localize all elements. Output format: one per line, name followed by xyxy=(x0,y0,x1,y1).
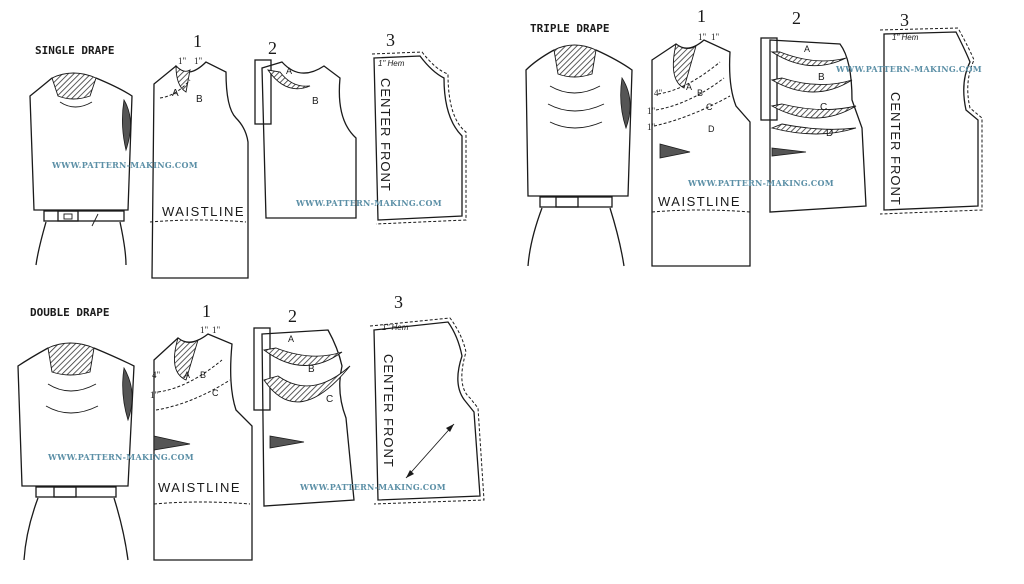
single-step2-pattern: 2 A B xyxy=(254,38,357,219)
single-step3-pattern: 3 1" Hem CENTER FRONT xyxy=(371,30,467,225)
svg-text:A: A xyxy=(184,370,190,380)
triple-step1-number: 1 xyxy=(697,6,706,26)
triple-hem-label: 1" Hem xyxy=(892,33,919,42)
double-step3-number: 3 xyxy=(394,292,403,312)
svg-text:A: A xyxy=(288,334,294,344)
svg-text:D: D xyxy=(826,128,833,139)
double-step2-number: 2 xyxy=(288,306,297,326)
single-step1-pattern: 1 1" 1" A B WAISTLINE xyxy=(149,31,249,279)
svg-text:1": 1" xyxy=(178,56,187,66)
triple-center-front: CENTER FRONT xyxy=(888,92,903,206)
single-step2-label-b: B xyxy=(312,96,319,107)
triple-drape-panel: TRIPLE DRAPE 1 1" 1" 4" 1" 1 xyxy=(525,6,983,267)
double-waistline-label: WAISTLINE xyxy=(158,480,241,495)
single-dress-figure xyxy=(29,72,133,266)
double-step2-pattern: 2 A B C xyxy=(253,306,355,507)
svg-text:D: D xyxy=(708,124,715,134)
triple-step2-pattern: 2 A B C D xyxy=(760,8,867,213)
svg-text:1": 1" xyxy=(647,106,656,116)
double-hem-label: 1" Hem xyxy=(382,323,409,332)
svg-text:C: C xyxy=(326,394,333,405)
triple-step2-number: 2 xyxy=(792,8,801,28)
double-drape-panel: DOUBLE DRAPE 1 1" 1" 4" 1" A B xyxy=(17,292,485,561)
double-watermark-1: WWW.PATTERN-MAKING.COM xyxy=(47,452,194,462)
triple-watermark-1: WWW.PATTERN-MAKING.COM xyxy=(835,64,982,74)
svg-text:B: B xyxy=(697,88,703,98)
single-watermark-1: WWW.PATTERN-MAKING.COM xyxy=(51,160,198,170)
triple-drape-title: TRIPLE DRAPE xyxy=(530,22,609,35)
svg-text:1": 1" xyxy=(194,56,203,66)
single-step2-number: 2 xyxy=(268,38,277,58)
single-label-a: A xyxy=(172,88,179,99)
svg-text:A: A xyxy=(804,44,810,54)
svg-text:A: A xyxy=(286,66,292,76)
double-center-front: CENTER FRONT xyxy=(381,354,396,468)
triple-step3-number: 3 xyxy=(900,10,909,30)
svg-text:B: B xyxy=(308,364,315,375)
double-watermark-2: WWW.PATTERN-MAKING.COM xyxy=(299,482,446,492)
svg-text:1": 1" xyxy=(711,32,720,42)
triple-step3-pattern: 3 1" Hem CENTER FRONT xyxy=(879,10,983,215)
triple-watermark-2: WWW.PATTERN-MAKING.COM xyxy=(687,178,834,188)
single-step1-number: 1 xyxy=(193,31,202,51)
double-drape-title: DOUBLE DRAPE xyxy=(30,306,109,319)
svg-text:B: B xyxy=(818,72,825,83)
svg-text:1": 1" xyxy=(212,325,221,335)
svg-text:B: B xyxy=(200,370,206,380)
svg-text:1": 1" xyxy=(647,122,656,132)
triple-step1-pattern: 1 1" 1" 4" 1" 1" A B C D WAISTLINE xyxy=(647,6,751,267)
single-hem-label: 1" Hem xyxy=(378,59,405,68)
single-label-b: B xyxy=(196,94,203,105)
single-drape-panel: SINGLE DRAPE 1 1" 1" A B WAISTLINE xyxy=(29,30,467,279)
single-watermark-2: WWW.PATTERN-MAKING.COM xyxy=(295,198,442,208)
svg-text:1": 1" xyxy=(698,32,707,42)
triple-dress-figure xyxy=(525,44,633,267)
single-center-front: CENTER FRONT xyxy=(378,78,393,192)
double-step1-number: 1 xyxy=(202,301,211,321)
grainline-arrow xyxy=(405,423,455,479)
svg-text:C: C xyxy=(820,102,827,113)
double-step1-pattern: 1 1" 1" 4" 1" A B C WAISTLINE xyxy=(150,301,253,561)
svg-text:A: A xyxy=(686,82,692,92)
double-step3-pattern: 3 1" Hem CENTER FRONT xyxy=(369,292,485,505)
single-drape-title: SINGLE DRAPE xyxy=(35,44,114,57)
svg-text:4": 4" xyxy=(654,88,663,98)
single-step3-number: 3 xyxy=(386,30,395,50)
svg-text:1": 1" xyxy=(200,325,209,335)
triple-waistline-label: WAISTLINE xyxy=(658,194,741,209)
svg-text:C: C xyxy=(212,388,219,398)
svg-text:4": 4" xyxy=(152,370,161,380)
double-dress-figure xyxy=(17,342,135,561)
single-waistline-label: WAISTLINE xyxy=(162,204,245,219)
svg-text:1": 1" xyxy=(150,390,159,400)
svg-text:C: C xyxy=(706,102,713,112)
